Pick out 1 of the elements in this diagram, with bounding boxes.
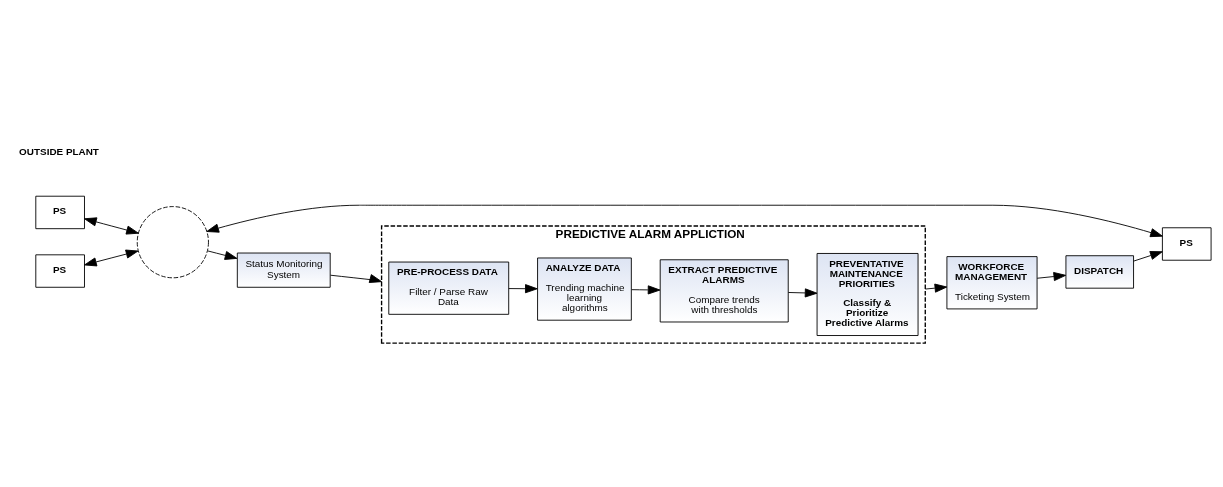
label: OUTSIDE PLANT (19, 145, 99, 157)
